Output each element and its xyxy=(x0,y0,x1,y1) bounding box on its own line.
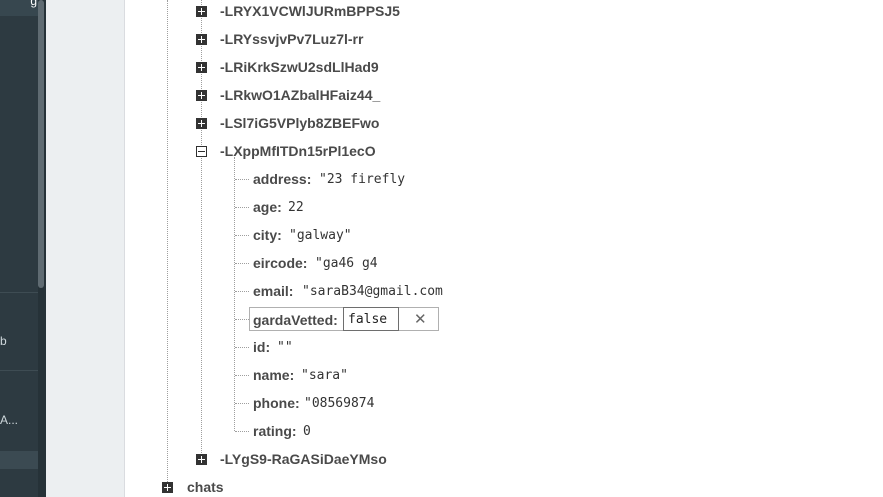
property-key: phone: xyxy=(253,395,300,411)
expand-toggle-icon[interactable] xyxy=(196,62,207,73)
edit-value-input[interactable] xyxy=(343,307,399,331)
tree-connector xyxy=(235,319,249,320)
property-value[interactable]: "08569874 xyxy=(304,396,375,411)
expand-toggle-icon[interactable] xyxy=(162,482,173,493)
tree-connector xyxy=(235,431,249,432)
sidebar-item-label-1[interactable]: b xyxy=(0,334,7,348)
sidebar-item-highlight[interactable] xyxy=(0,451,38,469)
tree-connector xyxy=(235,235,249,236)
property-value[interactable]: "saraB34@gmail.com xyxy=(302,284,443,299)
property-key: address: xyxy=(253,171,312,187)
tree-node-key[interactable]: -LRiKrkSzwU2sdLlHad9 xyxy=(220,59,379,75)
property-key: age: xyxy=(253,199,282,215)
tree-node-key[interactable]: -LSl7iG5VPlyb8ZBEFwo xyxy=(220,115,380,131)
property-key: name: xyxy=(253,367,295,383)
property-value[interactable]: "" xyxy=(277,340,293,355)
edit-property-row: gardaVetted: ✕ xyxy=(249,307,439,331)
sidebar-divider xyxy=(0,292,38,293)
tree-connector xyxy=(235,375,249,376)
tree-node-key[interactable]: -LRYssvjvPv7Luz7l-rr xyxy=(220,31,364,47)
sidebar-top-glyph: g xyxy=(30,0,37,8)
sidebar-top-item[interactable]: g xyxy=(0,0,38,16)
tree-connector xyxy=(235,291,249,292)
expand-toggle-icon[interactable] xyxy=(196,34,207,45)
expand-toggle-icon[interactable] xyxy=(196,454,207,465)
property-value[interactable]: "sara" xyxy=(301,368,348,383)
tree-connector xyxy=(235,207,249,208)
property-value[interactable]: 22 xyxy=(288,200,304,215)
expand-toggle-icon[interactable] xyxy=(196,118,207,129)
tree-node-key-expanded[interactable]: -LXppMfITDn15rPl1ecO xyxy=(220,143,376,159)
tree-node-key[interactable]: -LYgS9-RaGASiDaeYMso xyxy=(220,451,387,467)
expand-toggle-icon[interactable] xyxy=(196,6,207,17)
left-sidebar: g b A... xyxy=(0,0,46,497)
property-key: email: xyxy=(253,283,294,299)
close-icon[interactable]: ✕ xyxy=(414,311,427,328)
property-value[interactable]: 0 xyxy=(303,424,311,439)
sidebar-divider xyxy=(0,370,38,371)
edit-property-key: gardaVetted: xyxy=(253,312,338,328)
database-tree-panel xyxy=(124,0,883,497)
collapse-toggle-icon[interactable] xyxy=(196,146,207,157)
tree-node-key[interactable]: -LRkwO1AZbalHFaiz44_ xyxy=(220,87,381,103)
sidebar-rail xyxy=(0,0,38,497)
property-key: city: xyxy=(253,227,282,243)
tree-guide-level1 xyxy=(201,0,202,455)
page-gutter xyxy=(46,0,124,497)
tree-connector xyxy=(235,263,249,264)
tree-connector xyxy=(235,347,249,348)
tree-node-key-chats[interactable]: chats xyxy=(187,479,224,495)
tree-connector xyxy=(235,403,249,404)
tree-connector xyxy=(235,179,249,180)
property-value[interactable]: "galway" xyxy=(289,228,352,243)
property-key: id: xyxy=(253,339,271,355)
property-key: eircode: xyxy=(253,255,308,271)
property-value[interactable]: "ga46 g4 xyxy=(315,256,378,271)
sidebar-item-label-2[interactable]: A... xyxy=(0,413,19,427)
tree-node-key[interactable]: -LRYX1VCWlJURmBPPSJ5 xyxy=(220,3,400,19)
property-value[interactable]: "23 firefly xyxy=(319,172,406,187)
tree-guide-level2 xyxy=(234,157,235,431)
sidebar-scrollbar[interactable] xyxy=(38,0,44,288)
expand-toggle-icon[interactable] xyxy=(196,90,207,101)
tree-guide-root xyxy=(167,0,168,482)
property-key: rating: xyxy=(253,423,297,439)
